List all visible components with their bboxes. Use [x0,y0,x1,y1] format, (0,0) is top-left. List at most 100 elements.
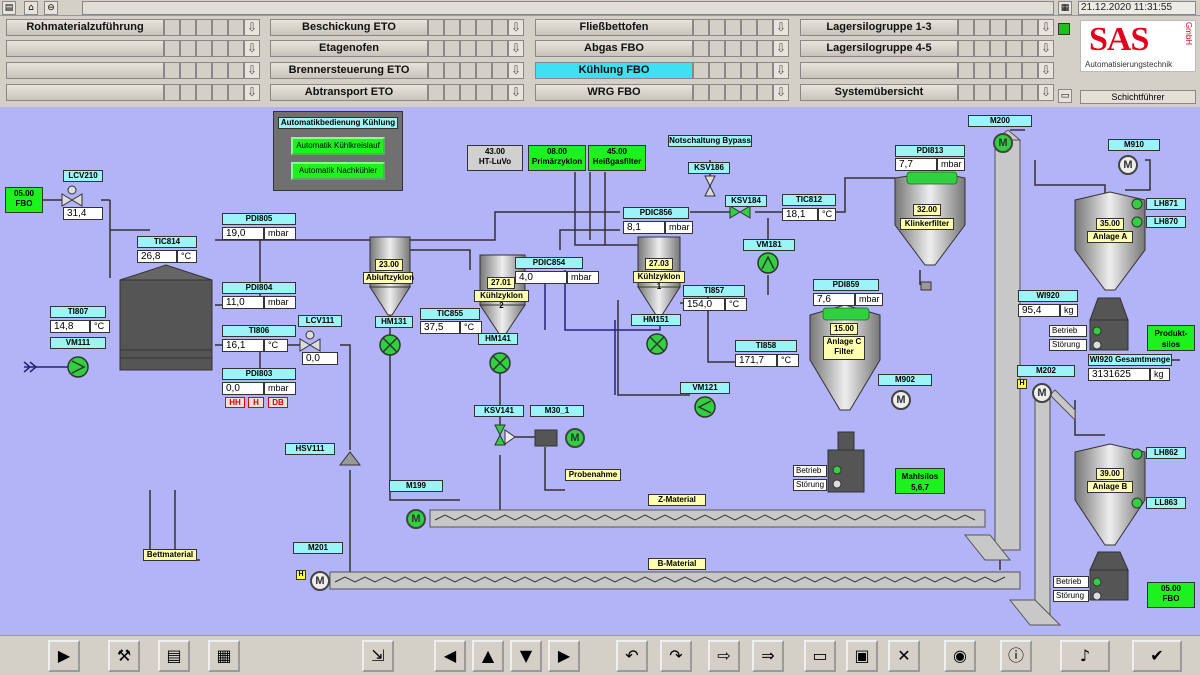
pdic856-value[interactable]: 8,1 [623,221,665,234]
motor-m200-icon[interactable]: M [993,133,1013,153]
nav-button-raw-1[interactable]: Rohmaterialzuführung [6,19,164,36]
acknowledge-icon[interactable]: ✔ [1132,640,1182,672]
nav-down-arrow-icon[interactable]: ⇩ [508,40,524,57]
nav-down-arrow-icon[interactable]: ⇩ [1038,62,1054,79]
nav-down-arrow-icon[interactable]: ⇩ [244,19,260,36]
nav-down-arrow-icon[interactable]: ⇩ [1038,40,1054,57]
forward-icon[interactable]: ⇒ [752,640,784,672]
save-icon[interactable]: ▣ [846,640,878,672]
pdi803-value[interactable]: 0,0 [222,382,264,395]
report-icon[interactable]: ▦ [208,640,240,672]
motor-m902-icon[interactable]: M [891,390,911,410]
nav-button-oven-2[interactable]: Etagenofen [270,40,428,57]
nav-button-silo-2[interactable]: Lagersilogruppe 4-5 [800,40,958,57]
nav-button-silo-4[interactable]: Systemübersicht [800,84,958,101]
sound-icon[interactable]: ♪ [1060,640,1110,672]
undo-icon[interactable]: ↶ [616,640,648,672]
pdi805-value[interactable]: 19,0 [222,227,264,240]
nav-button-fbo-1[interactable]: Fließbettofen [535,19,693,36]
nav-button-fbo-4[interactable]: WRG FBO [535,84,693,101]
lcv111-value[interactable]: 0,0 [302,352,338,365]
lcv210-value[interactable]: 31,4 [63,207,103,220]
motor-m202-icon[interactable]: M [1032,383,1052,403]
status-segment [164,19,180,36]
redo-icon[interactable]: ↷ [660,640,692,672]
nav-down-arrow-icon[interactable]: ⇩ [773,84,789,101]
ti806-value[interactable]: 16,1 [222,339,264,352]
motor-m30-icon[interactable]: M [565,428,585,448]
home-icon[interactable]: ⌂ [24,1,38,15]
open-file-icon[interactable]: ▭ [804,640,836,672]
arrow-left-icon[interactable]: ◀ [434,640,466,672]
prim-box-text: Primärzyklon [531,157,583,166]
play-icon[interactable]: ▶ [48,640,80,672]
nav-down-arrow-icon[interactable]: ⇩ [1038,19,1054,36]
nav-down-arrow-icon[interactable]: ⇩ [508,84,524,101]
nav-button-silo-1[interactable]: Lagersilogruppe 1-3 [800,19,958,36]
pdi803-unit: mbar [264,382,296,395]
nav-button-oven-1[interactable]: Beschickung ETO [270,19,428,36]
nav-down-arrow-icon[interactable]: ⇩ [773,62,789,79]
print-icon[interactable]: ▦ [1058,1,1072,15]
arrow-down-icon[interactable]: ▼ [510,640,542,672]
arrow-right-icon[interactable]: ▶ [548,640,580,672]
arrow-up-icon[interactable]: ▲ [472,640,504,672]
delete-file-icon[interactable]: ✕ [888,640,920,672]
stop-icon[interactable]: ⊖ [44,1,58,15]
nav-down-arrow-icon[interactable]: ⇩ [508,19,524,36]
nav-down-arrow-icon[interactable]: ⇩ [773,40,789,57]
status-segment [460,62,476,79]
ti858-value[interactable]: 171,7 [735,354,777,367]
k1-name: Kühlzyklon 1 [633,271,685,291]
tic814-value[interactable]: 26,8 [137,250,177,263]
folder-icon[interactable]: ▤ [2,1,16,15]
nav-down-arrow-icon[interactable]: ⇩ [773,19,789,36]
info-icon[interactable]: ⓘ [1000,640,1032,672]
nav-button-fbo-3[interactable]: Kühlung FBO [535,62,693,79]
nav-button-raw-4[interactable] [6,84,164,101]
auto-cooling-circuit-button[interactable]: Automatik Kühlkreislauf [291,137,385,155]
nav-button-raw-3[interactable] [6,62,164,79]
pdi804-unit: mbar [264,296,296,309]
pdi859-value[interactable]: 7,6 [813,293,855,306]
nav-button-fbo-2[interactable]: Abgas FBO [535,40,693,57]
shift-leader-button[interactable]: Schichtführer [1080,90,1196,104]
transfer-icon[interactable]: ⇨ [708,640,740,672]
tic812-value[interactable]: 18,1 [782,208,818,221]
tools-icon[interactable]: ⚒ [108,640,140,672]
nav-down-arrow-icon[interactable]: ⇩ [508,62,524,79]
nav-button-raw-2[interactable] [6,40,164,57]
wi920-total-value[interactable]: 3131625 [1088,368,1150,381]
status-segment [741,40,757,57]
screen-icon[interactable]: ▭ [1058,89,1072,103]
motor-m201-icon[interactable]: M [310,571,330,591]
notes-icon[interactable]: ▤ [158,640,190,672]
nav-down-arrow-icon[interactable]: ⇩ [244,62,260,79]
produktsilos-box[interactable]: Produkt- silos [1147,325,1195,351]
nav-down-arrow-icon[interactable]: ⇩ [244,40,260,57]
tic855-value[interactable]: 37,5 [420,321,460,334]
nav-button-oven-3[interactable]: Brennersteuerung ETO [270,62,428,79]
pdi813-value[interactable]: 7,7 [895,158,937,171]
nav-down-arrow-icon[interactable]: ⇩ [1038,84,1054,101]
ti857-value[interactable]: 154,0 [683,298,725,311]
motor-m910-icon[interactable]: M [1118,155,1138,175]
pdic854-value[interactable]: 4,0 [515,271,567,284]
view-icon[interactable]: ◉ [944,640,976,672]
mahlsilos-box[interactable]: Mahlsilos 5,6,7 [895,468,945,494]
ti807-value[interactable]: 14,8 [50,320,90,333]
export-icon[interactable]: ⇲ [362,640,394,672]
nav-button-silo-3[interactable] [800,62,958,79]
bypass-label: Notschaltung Bypass [668,135,752,147]
pdi804-value[interactable]: 11,0 [222,296,264,309]
wi920-value[interactable]: 95,4 [1018,304,1060,317]
motor-z-conveyor-icon[interactable]: M [406,509,426,529]
auto-aftercooler-button[interactable]: Automatik Nachkühler [291,162,385,180]
nav-down-arrow-icon[interactable]: ⇩ [244,84,260,101]
nav-button-oven-4[interactable]: Abtransport ETO [270,84,428,101]
